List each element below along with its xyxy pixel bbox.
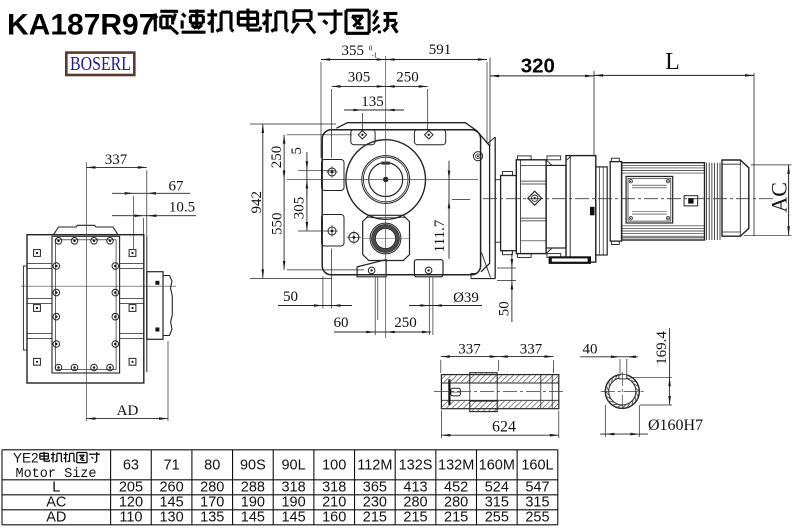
svg-text:337: 337	[458, 341, 481, 357]
svg-text:Ø39: Ø39	[453, 290, 479, 306]
svg-text:280: 280	[444, 494, 468, 510]
svg-text:413: 413	[403, 479, 427, 495]
svg-text:337: 337	[520, 341, 543, 357]
svg-text:547: 547	[525, 479, 549, 495]
svg-text:L: L	[52, 479, 60, 495]
svg-text:255: 255	[525, 509, 549, 525]
svg-text:318: 318	[281, 479, 305, 495]
svg-text:215: 215	[403, 509, 427, 525]
svg-text:250: 250	[396, 70, 419, 86]
svg-text:-1: -1	[372, 52, 378, 60]
svg-text:90L: 90L	[281, 458, 305, 474]
svg-text:160: 160	[322, 509, 346, 525]
svg-text:550: 550	[270, 213, 286, 236]
svg-text:60: 60	[334, 315, 349, 331]
svg-text:63: 63	[123, 458, 139, 474]
svg-text:250: 250	[394, 315, 417, 331]
svg-text:130: 130	[159, 509, 183, 525]
svg-text:90S: 90S	[240, 458, 266, 474]
svg-text:288: 288	[241, 479, 265, 495]
svg-text:318: 318	[322, 479, 346, 495]
svg-text:215: 215	[444, 509, 468, 525]
svg-text:170: 170	[200, 494, 224, 510]
svg-text:190: 190	[281, 494, 305, 510]
svg-text:135: 135	[200, 509, 224, 525]
svg-text:67: 67	[169, 178, 185, 194]
svg-text:320: 320	[521, 55, 555, 78]
svg-text:452: 452	[444, 479, 468, 495]
svg-text:40: 40	[583, 341, 598, 357]
svg-text:145: 145	[281, 509, 305, 525]
svg-text:160L: 160L	[521, 458, 553, 474]
svg-text:591: 591	[429, 42, 452, 58]
svg-text:L: L	[665, 49, 680, 75]
svg-text:132M: 132M	[438, 458, 474, 474]
svg-text:210: 210	[322, 494, 346, 510]
svg-text:110: 110	[119, 509, 142, 525]
svg-text:145: 145	[159, 494, 183, 510]
svg-text:315: 315	[485, 494, 509, 510]
svg-text:337: 337	[105, 152, 128, 168]
svg-text:80: 80	[204, 458, 220, 474]
svg-text:205: 205	[119, 479, 143, 495]
svg-text:135: 135	[361, 94, 384, 110]
svg-text:145: 145	[241, 509, 265, 525]
svg-text:120: 120	[119, 494, 143, 510]
svg-text:YE2: YE2	[13, 451, 39, 466]
svg-text:111.7: 111.7	[432, 219, 448, 252]
svg-text:0: 0	[369, 45, 373, 53]
svg-text:132S: 132S	[399, 458, 433, 474]
svg-text:100: 100	[322, 458, 346, 474]
svg-text:KA187R97: KA187R97	[7, 9, 155, 42]
svg-text:50: 50	[283, 289, 298, 305]
svg-text:215: 215	[363, 509, 387, 525]
svg-text:230: 230	[363, 494, 387, 510]
svg-text:255: 255	[485, 509, 509, 525]
svg-text:10.5: 10.5	[169, 199, 195, 215]
svg-text:BOSERL: BOSERL	[70, 53, 131, 75]
svg-text:190: 190	[241, 494, 265, 510]
svg-text:160M: 160M	[479, 458, 515, 474]
svg-text:250: 250	[269, 146, 285, 169]
svg-text:524: 524	[485, 479, 509, 495]
svg-text:624: 624	[492, 419, 516, 436]
svg-text:AC: AC	[767, 182, 792, 213]
svg-text:169.4: 169.4	[654, 331, 670, 365]
svg-text:Ø160H7: Ø160H7	[648, 417, 703, 434]
svg-text:Motor Size: Motor Size	[15, 467, 96, 482]
svg-text:AC: AC	[46, 494, 66, 510]
svg-text:50: 50	[497, 301, 513, 316]
svg-text:5: 5	[289, 147, 305, 155]
svg-text:AD: AD	[46, 509, 66, 525]
svg-text:365: 365	[363, 479, 387, 495]
svg-text:71: 71	[164, 458, 180, 474]
svg-text:AD: AD	[117, 403, 139, 419]
svg-text:305: 305	[292, 197, 308, 220]
svg-text:112M: 112M	[357, 458, 392, 474]
svg-text:260: 260	[159, 479, 183, 495]
svg-text:305: 305	[348, 70, 371, 86]
svg-text:280: 280	[403, 494, 427, 510]
svg-text:280: 280	[200, 479, 224, 495]
svg-text:355: 355	[342, 43, 365, 59]
svg-text:942: 942	[249, 191, 265, 214]
svg-text:315: 315	[525, 494, 549, 510]
